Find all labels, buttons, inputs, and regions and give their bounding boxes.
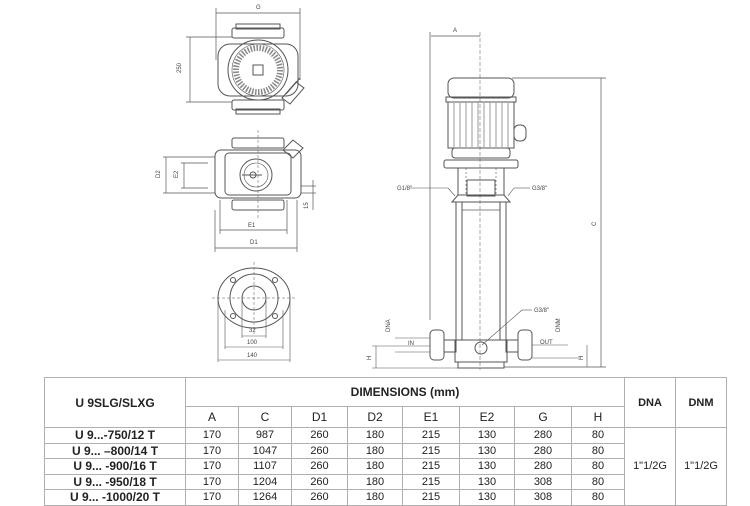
column-header-d1: D1 [291, 406, 348, 428]
cell-e1: 215 [402, 473, 460, 490]
dim-label-h-right: H [579, 356, 585, 360]
label-out: OUT [540, 340, 553, 346]
table-row: U 9... -900/16 T 170 1107 260 180 215 13… [44, 458, 727, 475]
dim-label-dna: DNA [386, 319, 392, 332]
dim-label-e2: E2 [174, 170, 180, 178]
cell-d1: 260 [291, 458, 348, 475]
table-row: U 9... -1000/20 T 170 1264 260 180 215 1… [44, 489, 727, 506]
side-view: A G1/8" G3/8" [367, 28, 606, 370]
dim-label-e1: E1 [248, 223, 256, 229]
cell-e1: 215 [402, 442, 460, 459]
cell-a: 170 [185, 458, 239, 475]
dim-label-d2: D2 [156, 170, 162, 178]
cell-h: 80 [571, 458, 625, 475]
dnm-header: DNM [675, 377, 727, 428]
dnm-value: 1"1/2G [675, 427, 727, 506]
dim-label-c: C [592, 221, 598, 226]
cell-a: 170 [185, 427, 239, 444]
model-cell: U 9... –800/14 T [44, 442, 186, 459]
dna-header: DNA [624, 377, 676, 428]
cell-d2: 180 [347, 427, 403, 444]
dimensions-table: U 9SLG/SLXG DIMENSIONS (mm) DNA DNM A C … [44, 377, 727, 506]
cell-h: 80 [571, 427, 625, 444]
cell-d2: 180 [347, 489, 403, 506]
dim-label-100: 100 [247, 340, 258, 346]
cell-e2: 130 [459, 458, 515, 475]
base-view: D2 E2 E1 D1 15 [156, 130, 316, 252]
table-row: U 9... –800/14 T 170 1047 260 180 215 13… [44, 442, 727, 459]
cell-e1: 215 [402, 427, 460, 444]
flange-view: 32 100 140 [212, 262, 296, 362]
dim-label-32: 32 [249, 328, 256, 334]
cell-d2: 180 [347, 442, 403, 459]
cell-c: 987 [238, 427, 292, 444]
technical-drawing: G 250 D2 [156, 5, 606, 370]
dim-label-250: 250 [177, 62, 183, 73]
port-label-g3-8-drain: G3/8" [534, 308, 549, 314]
cell-e1: 215 [402, 489, 460, 506]
dim-label-h-left: H [367, 356, 373, 360]
cell-c: 1204 [238, 473, 292, 490]
model-cell: U 9... -1000/20 T [44, 489, 186, 506]
cell-d1: 260 [291, 489, 348, 506]
cell-a: 170 [185, 489, 239, 506]
table-row: U 9... -950/18 T 170 1204 260 180 215 13… [44, 473, 727, 490]
column-header-g: G [514, 406, 572, 428]
dim-label-g: G [256, 5, 261, 11]
column-header-e2: E2 [459, 406, 515, 428]
cell-g: 280 [514, 442, 572, 459]
column-header-e1: E1 [402, 406, 460, 428]
dna-value: 1"1/2G [624, 427, 676, 506]
cell-h: 80 [571, 489, 625, 506]
column-header-d2: D2 [347, 406, 403, 428]
cell-g: 280 [514, 458, 572, 475]
cell-a: 170 [185, 473, 239, 490]
dim-label-15: 15 [304, 202, 310, 209]
port-label-g3-8-top: G3/8" [532, 186, 547, 192]
cell-d2: 180 [347, 473, 403, 490]
dim-label-d1: D1 [250, 240, 258, 246]
dim-label-140: 140 [247, 353, 258, 359]
cell-e1: 215 [402, 458, 460, 475]
cell-e2: 130 [459, 473, 515, 490]
column-header-a: A [185, 406, 239, 428]
cell-g: 280 [514, 427, 572, 444]
cell-e2: 130 [459, 442, 515, 459]
table-row: U 9...-750/12 T 170 987 260 180 215 130 … [44, 427, 727, 506]
model-cell: U 9...-750/12 T [44, 427, 186, 444]
cell-h: 80 [571, 473, 625, 490]
cell-d1: 260 [291, 473, 348, 490]
dim-label-dnm: DNM [556, 318, 562, 332]
cell-d1: 260 [291, 442, 348, 459]
top-view: G 250 [177, 5, 305, 115]
model-cell: U 9... -900/16 T [44, 458, 186, 475]
cell-e2: 130 [459, 489, 515, 506]
cell-c: 1107 [238, 458, 292, 475]
cell-h: 80 [571, 442, 625, 459]
cell-c: 1047 [238, 442, 292, 459]
dimensions-header: DIMENSIONS (mm) [185, 377, 625, 407]
cell-g: 308 [514, 489, 572, 506]
port-label-g1-8: G1/8" [397, 186, 412, 192]
cell-c: 1264 [238, 489, 292, 506]
dim-label-a: A [453, 28, 457, 34]
cell-d1: 260 [291, 427, 348, 444]
cell-e2: 130 [459, 427, 515, 444]
label-in: IN [408, 341, 414, 347]
column-header-h: H [571, 406, 625, 428]
cell-a: 170 [185, 442, 239, 459]
cell-g: 308 [514, 473, 572, 490]
model-header: U 9SLG/SLXG [44, 377, 186, 428]
model-cell: U 9... -950/18 T [44, 473, 186, 490]
cell-d2: 180 [347, 458, 403, 475]
column-header-c: C [238, 406, 292, 428]
